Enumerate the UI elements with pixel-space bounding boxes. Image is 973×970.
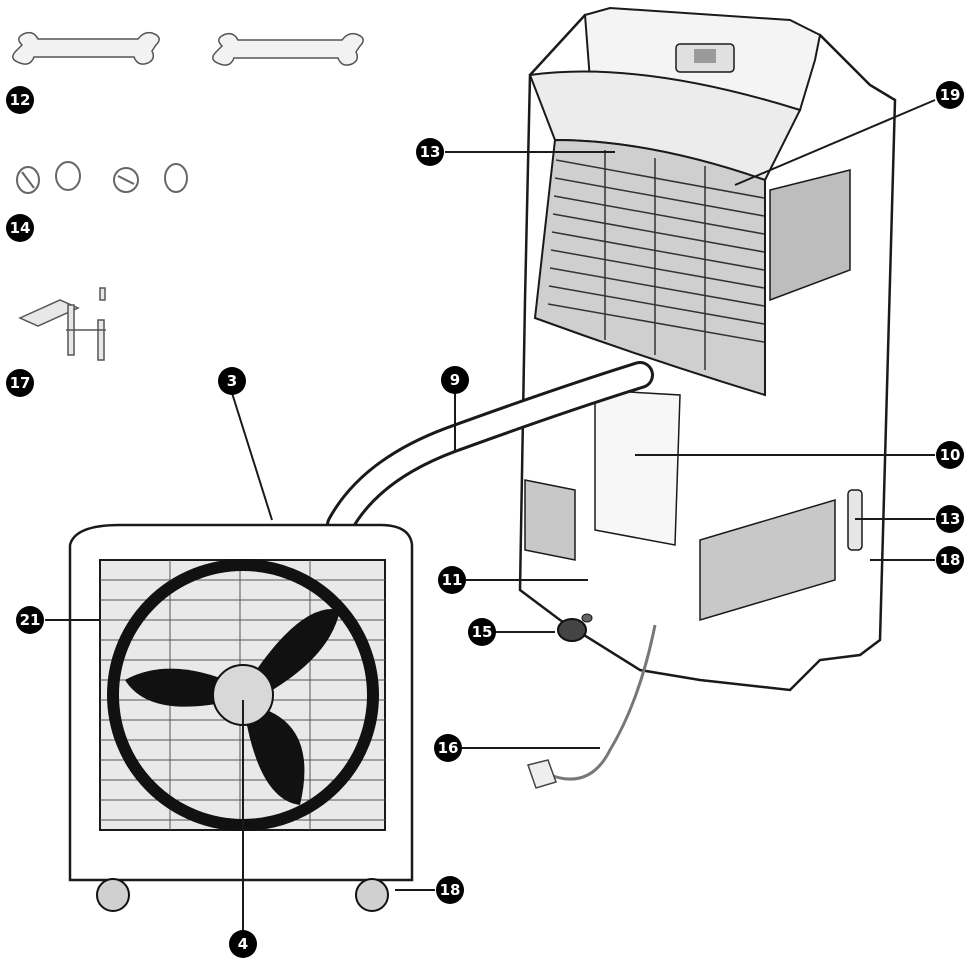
fan-blade-left	[125, 668, 238, 707]
callout-14-label: 14	[10, 219, 31, 237]
callout-21-label: 21	[20, 611, 41, 629]
lower-vent-right	[699, 498, 836, 622]
drain-plug	[557, 618, 587, 642]
wrench-accessory-right	[212, 32, 364, 66]
fan-blade-lower	[245, 705, 305, 805]
indoor-unit	[518, 6, 897, 789]
callout-16-label: 16	[438, 739, 459, 757]
callout-18-outdoor: 18	[436, 876, 464, 904]
condenser-grille-side	[769, 169, 851, 302]
bracket-kit-accessory	[18, 287, 106, 361]
callout-15-label: 15	[472, 623, 493, 641]
callout-17-label: 17	[10, 374, 31, 392]
outdoor-unit	[68, 523, 414, 912]
wrench-accessory-left	[12, 31, 160, 65]
callout-13-side: 13	[936, 505, 964, 533]
callout-17: 17	[6, 369, 34, 397]
control-display	[694, 49, 716, 63]
callout-18-outdoor-label: 18	[440, 881, 461, 899]
callout-9: 9	[441, 366, 469, 394]
callout-10: 10	[936, 441, 964, 469]
lower-vent-left	[524, 479, 576, 561]
drain-plug-small	[581, 613, 593, 623]
callout-19-label: 19	[940, 86, 961, 104]
callout-16: 16	[434, 734, 462, 762]
callout-11: 11	[438, 566, 466, 594]
callout-13-top-label: 13	[420, 143, 441, 161]
callout-14: 14	[6, 214, 34, 242]
callout-12-label: 12	[10, 91, 31, 109]
leader-lines	[45, 99, 936, 930]
callout-4-label: 4	[238, 935, 248, 953]
callout-18-indoor: 18	[936, 546, 964, 574]
callout-19: 19	[936, 81, 964, 109]
callout-10-label: 10	[940, 446, 961, 464]
evaporator-grille-slats	[547, 150, 765, 370]
callout-12: 12	[6, 86, 34, 114]
callout-15: 15	[468, 618, 496, 646]
callout-21: 21	[16, 606, 44, 634]
callout-4: 4	[229, 930, 257, 958]
callout-11-label: 11	[442, 571, 463, 589]
power-cord	[549, 624, 657, 781]
callout-18-indoor-label: 18	[940, 551, 961, 569]
clamp-rings-accessory	[16, 161, 188, 194]
callout-3-label: 3	[227, 372, 237, 390]
outdoor-caster-left	[96, 878, 130, 912]
callout-9-label: 9	[450, 371, 460, 389]
callout-3: 3	[218, 367, 246, 395]
rear-panel	[594, 389, 681, 546]
callout-13-side-label: 13	[940, 510, 961, 528]
power-plug	[527, 759, 557, 789]
connecting-hose-inner	[329, 364, 651, 536]
callout-13-top: 13	[416, 138, 444, 166]
outdoor-caster-right	[355, 878, 389, 912]
